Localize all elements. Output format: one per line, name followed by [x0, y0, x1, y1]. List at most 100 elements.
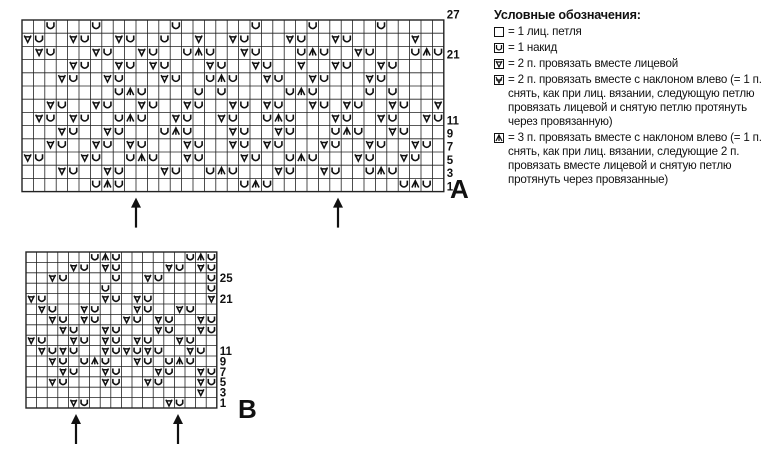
row-number: 9	[220, 356, 226, 368]
yarn-over-icon	[433, 48, 443, 56]
yarn-over-icon	[137, 114, 146, 122]
knit-three-together-icon	[197, 252, 205, 261]
yarn-over-icon	[114, 75, 124, 83]
knit-three-together-icon	[194, 47, 203, 56]
yarn-over-icon	[240, 101, 249, 109]
yarn-over-icon	[207, 254, 216, 261]
yarn-over-icon	[262, 114, 272, 122]
yarn-over-icon	[186, 337, 195, 344]
yarn-over-icon	[376, 75, 386, 83]
arrow-head-icon	[71, 414, 81, 424]
knit-two-together-icon	[27, 295, 35, 304]
yarn-over-icon	[114, 88, 124, 96]
knit-two-together-icon	[171, 114, 180, 124]
yarn-over-icon	[59, 378, 67, 386]
yarn-over-icon	[240, 180, 249, 188]
knit-two-together-icon	[101, 378, 110, 387]
yarn-over-icon	[297, 48, 306, 56]
knit-three-together-icon	[126, 113, 135, 122]
yarn-over-icon	[126, 154, 135, 162]
yarn-over-icon	[251, 48, 260, 56]
knit-two-together-icon	[377, 114, 386, 124]
yarn-over-icon	[331, 141, 340, 149]
knit-two-together-icon	[388, 101, 397, 110]
row-number: 21	[220, 294, 233, 306]
yarn-over-icon	[103, 141, 112, 149]
knit-two-together-icon	[122, 347, 131, 356]
knit-two-together-icon	[154, 326, 163, 335]
row-number: 1	[447, 181, 454, 193]
yarn-over-icon	[112, 274, 120, 282]
yarn-over-icon	[207, 264, 216, 271]
knit-two-together-icon	[101, 336, 110, 346]
knit-two-together-icon	[320, 140, 329, 150]
yarn-over-icon	[59, 358, 67, 365]
yarn-over-icon	[114, 127, 124, 135]
knit-two-together-icon	[101, 326, 110, 335]
yarn-over-icon	[342, 61, 352, 69]
knit-two-together-icon	[186, 347, 194, 356]
knit-two-together-icon	[69, 114, 78, 124]
yarn-over-icon	[114, 167, 124, 175]
yarn-over-icon	[165, 358, 173, 365]
yarn-over-icon	[194, 154, 203, 162]
knit-two-together-icon	[285, 35, 294, 44]
knit-two-together-icon	[23, 153, 32, 163]
knit-two-together-icon	[38, 305, 46, 314]
legend-item-text: = 3 п. провязать вместе с наклоном влево…	[508, 131, 762, 186]
knit-two-together-icon	[154, 368, 163, 377]
yarn-over-icon	[285, 154, 295, 162]
yarn-over-icon	[37, 295, 46, 303]
yarn-over-icon	[365, 88, 374, 96]
yarn-over-icon	[80, 35, 89, 43]
knit-two-together-icon	[59, 368, 67, 377]
yarn-over-icon	[143, 358, 152, 365]
knit-two-together-icon	[69, 399, 78, 408]
chart-frame	[21, 19, 445, 193]
knit-two-together-icon	[320, 167, 329, 176]
knit-two-together-icon	[274, 167, 283, 176]
knit-two-together-icon	[165, 399, 173, 408]
yarn-over-icon	[262, 180, 272, 188]
yarn-over-icon	[80, 399, 89, 407]
yarn-over-icon	[133, 316, 142, 323]
knit-two-together-icon	[160, 74, 169, 84]
yarn-over-icon	[148, 48, 158, 56]
knit-two-together-icon	[92, 48, 101, 58]
yarn-over-icon	[160, 35, 169, 43]
knit-two-together-icon	[308, 74, 317, 84]
knit-two-together-icon	[207, 295, 216, 304]
yarn-over-icon	[388, 61, 397, 69]
yarn-over-icon	[205, 167, 215, 175]
yarn-over-icon	[171, 22, 181, 30]
knit-two-together-icon	[92, 101, 101, 110]
knit-three-together-icon	[126, 86, 135, 96]
yarn-over-icon	[91, 22, 101, 30]
yarn-over-icon	[207, 316, 216, 323]
yarn-over-icon	[494, 43, 504, 53]
knit-two-together-icon	[35, 114, 44, 124]
yarn-over-icon	[308, 154, 317, 162]
yarn-over-icon	[165, 368, 173, 375]
yarn-over-icon	[354, 101, 363, 109]
yarn-over-icon	[90, 316, 99, 323]
knit-two-together-icon	[92, 140, 101, 150]
knit-three-together-icon	[175, 356, 184, 365]
yarn-over-icon	[376, 141, 386, 149]
knit-two-together-icon	[126, 140, 135, 150]
row-number: 9	[447, 128, 453, 140]
knit-two-together-icon	[137, 48, 146, 58]
knit-three-together-icon	[297, 152, 306, 162]
yarn-over-icon	[411, 48, 420, 56]
knit-two-together-icon	[197, 388, 205, 398]
knit-two-together-icon	[263, 74, 272, 84]
knit-three-together-icon	[137, 152, 146, 162]
knit-two-together-icon	[331, 61, 340, 71]
yarn-over-icon	[285, 88, 295, 96]
knit-two-together-icon	[133, 295, 141, 304]
knit-two-together-icon	[175, 305, 184, 314]
yarn-over-icon	[57, 101, 67, 109]
knit-two-together-left-icon	[494, 75, 504, 85]
knit-two-together-icon	[228, 140, 237, 150]
yarn-over-icon	[207, 326, 216, 334]
